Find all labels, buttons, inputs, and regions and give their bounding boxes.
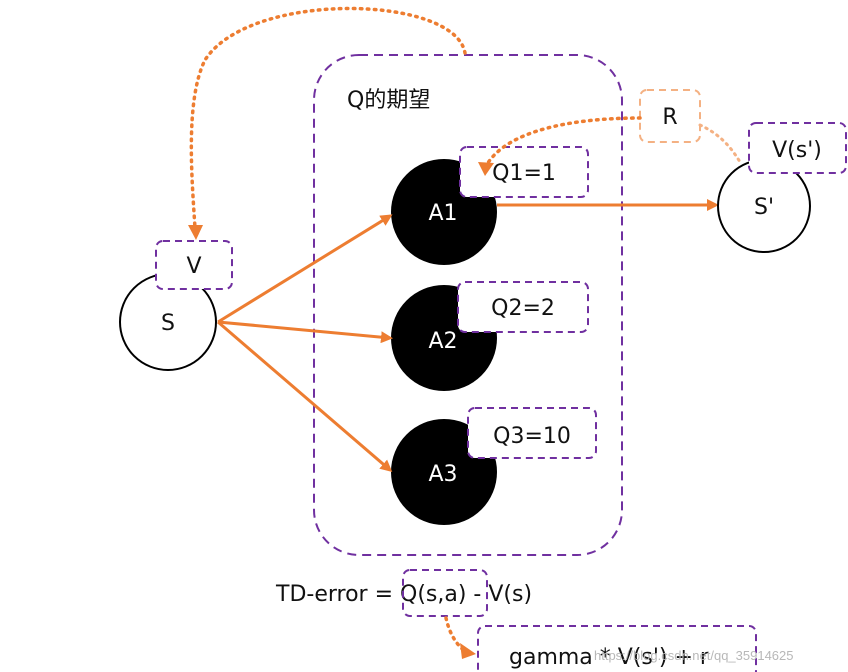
watermark: https://blog.csdn.net/qq_35914625 (594, 648, 794, 663)
reward-label: R (662, 105, 677, 130)
q2-label: Q2=2 (491, 296, 555, 321)
action-a2-label: A2 (428, 329, 457, 354)
arrowhead-qsa-to-target (460, 643, 476, 659)
value-v-box (155, 240, 233, 290)
q1-label: Q1=1 (492, 161, 556, 186)
q3-label: Q3=10 (493, 424, 571, 449)
value-s-prime-label: V(s') (772, 138, 822, 163)
value-v-label: V (186, 254, 201, 279)
target-label: gamma * V(s') + r (509, 645, 710, 670)
action-a3-label: A3 (428, 462, 457, 487)
q3-box (467, 407, 597, 459)
qsa-box (402, 569, 488, 617)
arrowhead-r-to-q1 (478, 162, 494, 176)
arrowhead-q-to-v (188, 225, 203, 240)
state-s-prime-label: S' (754, 195, 774, 220)
reward-box (639, 89, 701, 143)
arrow-s-to-a3 (217, 320, 393, 472)
q1-box (459, 146, 589, 198)
action-a1-label: A1 (428, 201, 457, 226)
state-s-label: S (161, 311, 175, 336)
td-error-formula: TD-error = Q(s,a) - V(s) (275, 582, 532, 607)
target-box (477, 625, 757, 672)
arrow-s-to-a2 (217, 320, 393, 344)
arrow-s-to-a1 (217, 214, 393, 324)
q2-box (457, 281, 589, 333)
value-s-prime-box (748, 122, 847, 174)
dotted-arrow-r-to-q1 (483, 116, 642, 170)
q-expectation-container (313, 54, 623, 556)
container-label: Q的期望 (347, 88, 430, 113)
dotted-line-r-to-s-prime (698, 123, 742, 164)
